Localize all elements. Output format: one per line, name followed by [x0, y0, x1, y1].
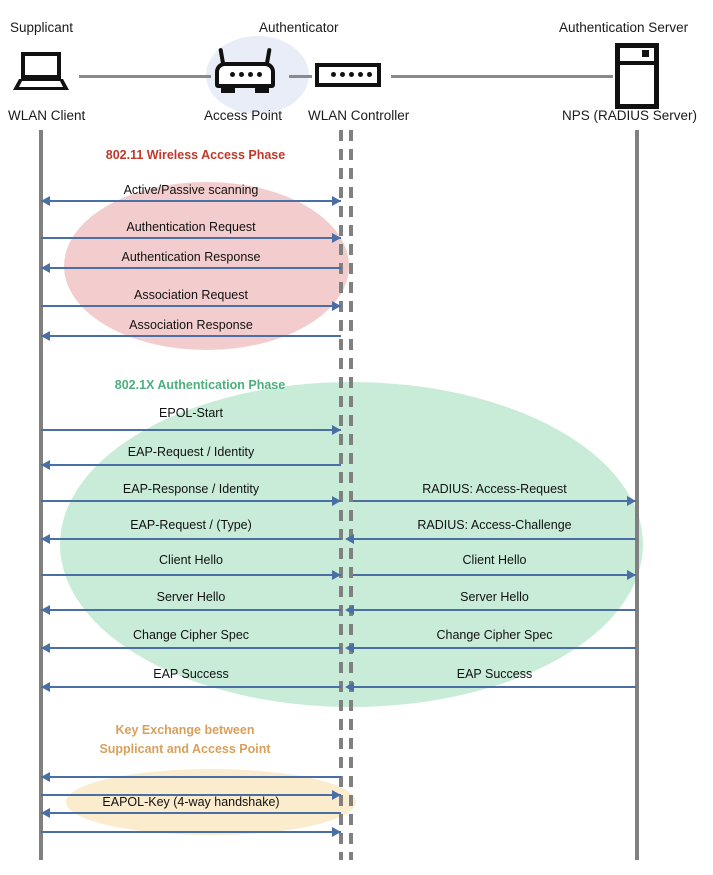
- msg-arrowhead-left-0: [41, 196, 50, 206]
- msg-line-right-2: [353, 574, 636, 576]
- wire-client-to-ap: [79, 75, 211, 78]
- msg-line-left-2: [41, 267, 341, 269]
- msg-label-right-0: RADIUS: Access-Request: [422, 482, 567, 496]
- msg-arrowhead-right-0: [627, 496, 636, 506]
- msg-arrowhead-left-12: [41, 682, 50, 692]
- msg-arrowhead-left-1: [332, 233, 341, 243]
- lifeline-supplicant: [39, 130, 43, 860]
- msg-arrowhead-right-3: [345, 605, 354, 615]
- msg-arrowhead-key-2: [41, 808, 50, 818]
- msg-label-left-10: Server Hello: [156, 590, 226, 604]
- access-point-icon: [215, 47, 275, 93]
- msg-line-left-11: [41, 647, 341, 649]
- msg-label-left-2: Authentication Response: [121, 250, 261, 264]
- wlan-controller-icon: [315, 63, 381, 87]
- msg-arrowhead-left-5: [332, 425, 341, 435]
- msg-label-left-9: Client Hello: [159, 553, 223, 567]
- msg-arrowhead-right-5: [345, 682, 354, 692]
- msg-arrowhead-right-4: [345, 643, 354, 653]
- msg-line-key-1: [41, 794, 341, 796]
- msg-line-left-0: [41, 200, 341, 202]
- laptop-icon: [13, 52, 69, 90]
- msg-arrowhead-left-8: [41, 534, 50, 544]
- phase-title-8021x: 802.1X Authentication Phase: [114, 378, 286, 392]
- msg-line-right-1: [353, 538, 636, 540]
- msg-arrowhead-key-0: [41, 772, 50, 782]
- node-label-access-point: Access Point: [204, 108, 283, 123]
- phase-title-key-line2: Supplicant and Access Point: [99, 742, 271, 756]
- server-icon: [615, 43, 659, 109]
- msg-arrowhead-left-0b: [332, 196, 341, 206]
- lifeline-nps: [635, 130, 639, 860]
- msg-arrowhead-left-6: [41, 460, 50, 470]
- msg-line-left-9: [41, 574, 341, 576]
- msg-line-left-10: [41, 609, 341, 611]
- msg-label-left-11: Change Cipher Spec: [132, 628, 250, 642]
- msg-arrowhead-right-2: [627, 570, 636, 580]
- node-label-wlan-controller: WLAN Controller: [308, 108, 410, 123]
- msg-label-left-7: EAP-Response / Identity: [122, 482, 260, 496]
- msg-line-left-3: [41, 305, 341, 307]
- msg-label-left-12: EAP Success: [153, 667, 229, 681]
- msg-line-left-6: [41, 464, 341, 466]
- lifeline-access-point: [339, 130, 343, 860]
- msg-label-left-4: Association Response: [129, 318, 253, 332]
- msg-arrowhead-left-11: [41, 643, 50, 653]
- wire-controller-to-server: [391, 75, 613, 78]
- msg-arrowhead-left-9: [332, 570, 341, 580]
- msg-label-left-5: EPOL-Start: [159, 406, 223, 420]
- msg-label-right-3: Server Hello: [460, 590, 529, 604]
- node-label-nps: NPS (RADIUS Server): [562, 108, 698, 123]
- msg-arrowhead-left-7: [332, 496, 341, 506]
- msg-label-left-8: EAP-Request / (Type): [130, 518, 252, 532]
- msg-label-right-4: Change Cipher Spec: [436, 628, 553, 642]
- msg-label-key-2: EAPOL-Key (4-way handshake): [102, 795, 280, 809]
- msg-line-left-12: [41, 686, 341, 688]
- msg-line-left-7: [41, 500, 341, 502]
- msg-line-right-5: [353, 686, 636, 688]
- msg-arrowhead-left-10: [41, 605, 50, 615]
- phase-ellipse-80211: [64, 182, 349, 350]
- msg-line-key-0: [41, 776, 341, 778]
- role-title-auth-server: Authentication Server: [559, 20, 689, 35]
- role-title-authenticator: Authenticator: [259, 20, 339, 35]
- msg-arrowhead-left-2: [41, 263, 50, 273]
- msg-label-right-1: RADIUS: Access-Challenge: [417, 518, 572, 532]
- msg-label-left-3: Association Request: [134, 288, 248, 302]
- node-label-wlan-client: WLAN Client: [8, 108, 86, 123]
- msg-line-left-5: [41, 429, 341, 431]
- msg-arrowhead-left-4: [41, 331, 50, 341]
- phase-title-key: Key Exchange between Supplicant and Acce…: [80, 721, 290, 759]
- msg-line-right-3: [353, 609, 636, 611]
- lifeline-wlan-controller: [349, 130, 353, 860]
- msg-arrowhead-key-1: [332, 790, 341, 800]
- msg-line-left-8: [41, 538, 341, 540]
- msg-label-right-5: EAP Success: [456, 667, 533, 681]
- msg-label-right-2: Client Hello: [462, 553, 527, 567]
- msg-arrowhead-right-1: [345, 534, 354, 544]
- msg-label-left-0: Active/Passive scanning: [123, 183, 259, 197]
- msg-label-left-1: Authentication Request: [126, 220, 256, 234]
- role-title-supplicant: Supplicant: [10, 20, 74, 35]
- msg-line-left-1: [41, 237, 341, 239]
- msg-line-key-3: [41, 831, 341, 833]
- msg-line-key-2: [41, 812, 341, 814]
- msg-arrowhead-left-3: [332, 301, 341, 311]
- msg-line-right-0: [353, 500, 636, 502]
- wire-ap-to-controller: [289, 75, 312, 78]
- msg-arrowhead-key-3: [332, 827, 341, 837]
- msg-line-right-4: [353, 647, 636, 649]
- msg-label-left-6: EAP-Request / Identity: [127, 445, 255, 459]
- phase-title-key-line1: Key Exchange between: [115, 723, 255, 737]
- msg-line-left-4: [41, 335, 341, 337]
- phase-title-80211: 802.11 Wireless Access Phase: [105, 148, 286, 162]
- phase-ellipse-key: [66, 769, 356, 835]
